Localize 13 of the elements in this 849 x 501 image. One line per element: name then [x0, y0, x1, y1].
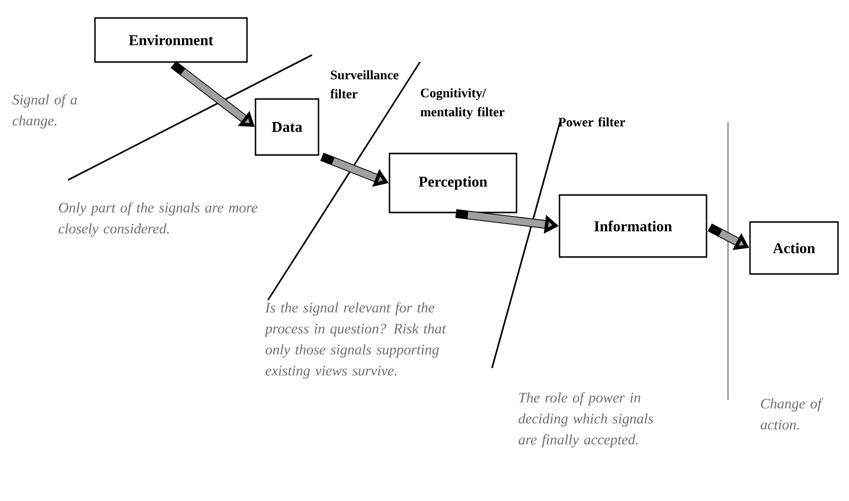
process-box: Perception [388, 152, 518, 214]
filter-label: Cognitivity/ mentality filter [420, 88, 504, 120]
process-box: Information [558, 194, 708, 258]
filter-label: Surveillance filter [330, 70, 398, 98]
note-text: Is the signal relevant for the process in question? Risk that only those signals supporting existing views survive. [264, 302, 446, 378]
process-box: Data [254, 98, 320, 156]
filter-label: Power filter [558, 117, 626, 126]
process-box: Action [749, 221, 839, 275]
note-text: Change of action. [760, 398, 824, 430]
note-text: Only part of the signals are more closely considered. [58, 202, 258, 237]
process-box: Environment [94, 17, 248, 63]
note-text: The role of power in deciding which signals are finally accepted. [518, 392, 654, 448]
note-text: Signal of a change. [12, 94, 77, 128]
